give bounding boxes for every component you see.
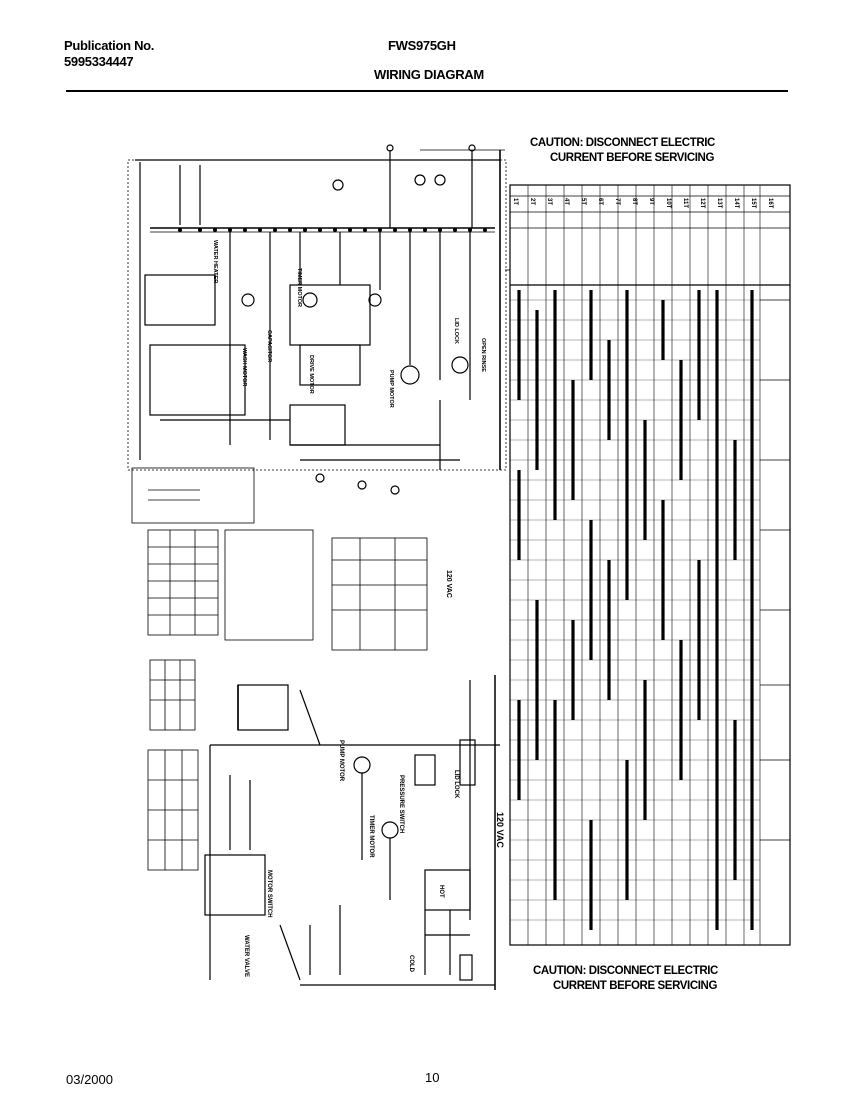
legend-tables: [131, 467, 428, 871]
publication-date: 03/2000: [66, 1072, 113, 1087]
timer-row-label-9: 10T: [665, 198, 671, 209]
lower-component-label-7: HOT: [438, 885, 444, 898]
upper-schematic: [127, 144, 507, 495]
timer-row-label-1: 2T: [529, 198, 535, 205]
upper-component-label-7: CAPACITOR: [266, 330, 272, 362]
caution-top: CAUTION: DISCONNECT ELECTRIC CURRENT BEF…: [530, 136, 715, 166]
timer-row-label-3: 4T: [563, 198, 569, 205]
upper-component-label-0: WATER HEATER: [212, 240, 218, 283]
lower-component-label-2: PRESSURE SWITCH: [398, 775, 404, 833]
timer-row-label-0: 1T: [512, 198, 518, 205]
caution-top-line1: CAUTION: DISCONNECT ELECTRIC: [530, 137, 715, 149]
timer-row-label-14: 15T: [750, 198, 756, 209]
upper-component-label-2: PUMP MOTOR: [388, 370, 394, 408]
upper-component-label-5: WASH MOTOR: [241, 348, 247, 386]
upper-component-label-4: OPEN RINSE: [480, 338, 486, 372]
timer-row-label-4: 5T: [580, 198, 586, 205]
header-rule: [66, 90, 788, 92]
caution-bottom-line2: CURRENT BEFORE SERVICING: [553, 980, 717, 992]
model-number: FWS975GH: [388, 38, 456, 53]
timer-row-label-15: 16T: [767, 198, 773, 209]
publication-number: 5995334447: [64, 54, 134, 69]
page-title: WIRING DIAGRAM: [374, 67, 484, 82]
page-number: 10: [425, 1070, 440, 1085]
caution-top-line2: CURRENT BEFORE SERVICING: [550, 152, 714, 164]
timer-row-label-2: 3T: [546, 198, 552, 205]
voltage-label: 120 VAC: [495, 812, 505, 848]
upper-component-label-6: DRIVE MOTOR: [308, 355, 314, 394]
timer-row-label-13: 14T: [733, 198, 739, 209]
timer-row-label-11: 12T: [699, 198, 705, 209]
lower-component-label-6: COLD: [408, 955, 414, 973]
timer-row-label-6: 7T: [614, 198, 620, 205]
caution-bottom-line1: CAUTION: DISCONNECT ELECTRIC: [533, 965, 718, 977]
timer-row-label-7: 8T: [631, 198, 637, 205]
timer-sequence-chart: [505, 184, 791, 946]
lower-component-label-4: MOTOR SWITCH: [266, 870, 272, 918]
timer-row-label-12: 13T: [716, 198, 722, 209]
lower-component-label-0: TIMER MOTOR: [368, 815, 374, 858]
lower-component-label-1: PUMP MOTOR: [338, 740, 344, 782]
timer-row-label-8: 9T: [648, 198, 654, 205]
caution-bottom: CAUTION: DISCONNECT ELECTRIC CURRENT BEF…: [533, 964, 718, 994]
upper-component-label-1: TIMER MOTOR: [296, 268, 302, 307]
voltage-label-upper: 120 VAC: [445, 570, 452, 598]
timer-row-label-5: 6T: [597, 198, 603, 205]
lower-component-label-3: LID LOCK: [453, 770, 459, 799]
publication-label: Publication No.: [64, 38, 155, 53]
lower-schematic: [204, 675, 500, 990]
lower-component-label-5: WATER VALVE: [243, 935, 249, 977]
upper-component-label-3: LID LOCK: [453, 318, 459, 344]
timer-row-label-10: 11T: [682, 198, 688, 208]
